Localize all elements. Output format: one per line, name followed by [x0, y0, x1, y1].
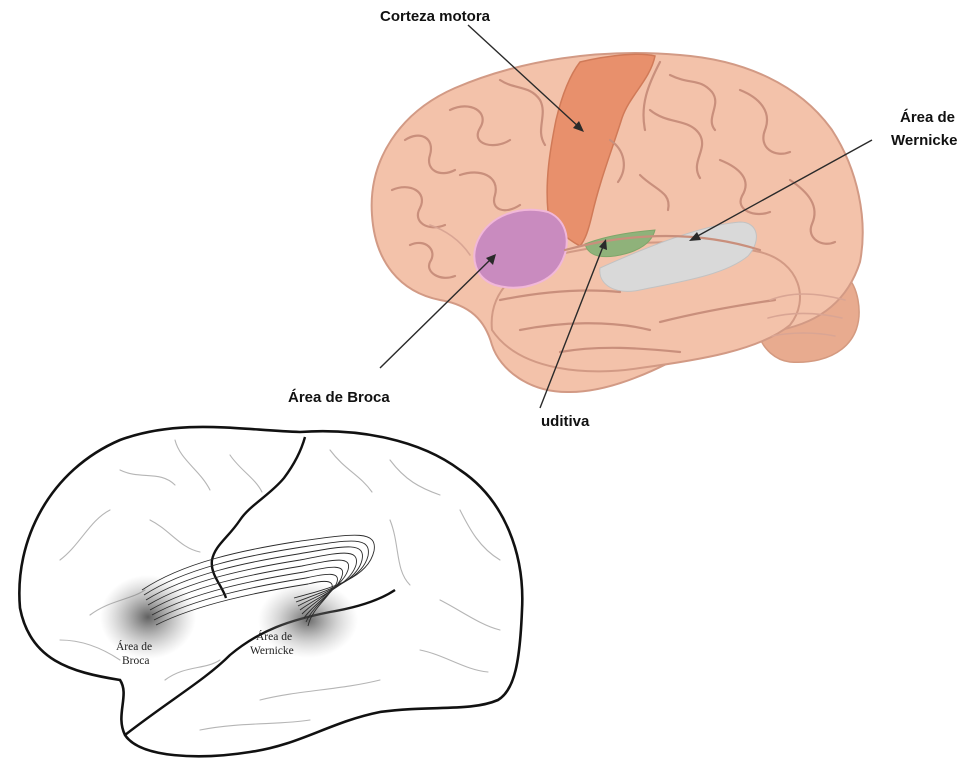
bottom-broca-label-line1: Área de: [116, 639, 152, 653]
top-brain: [372, 53, 863, 392]
bottom-wernicke-label-line2: Wernicke: [250, 645, 294, 657]
broca-label: Área de Broca: [288, 389, 390, 406]
auditory-label: uditiva: [541, 413, 590, 430]
bottom-brain-outline: [19, 427, 522, 756]
bottom-wernicke-label-line1: Área de: [256, 629, 292, 643]
wernicke-label-line1: Área de: [900, 109, 955, 126]
motor-cortex-label: Corteza motora: [380, 8, 491, 25]
bottom-brain: [19, 427, 522, 756]
wernicke-label-line2: Wernicke: [891, 132, 957, 149]
bottom-broca-label-line2: Broca: [122, 655, 149, 667]
